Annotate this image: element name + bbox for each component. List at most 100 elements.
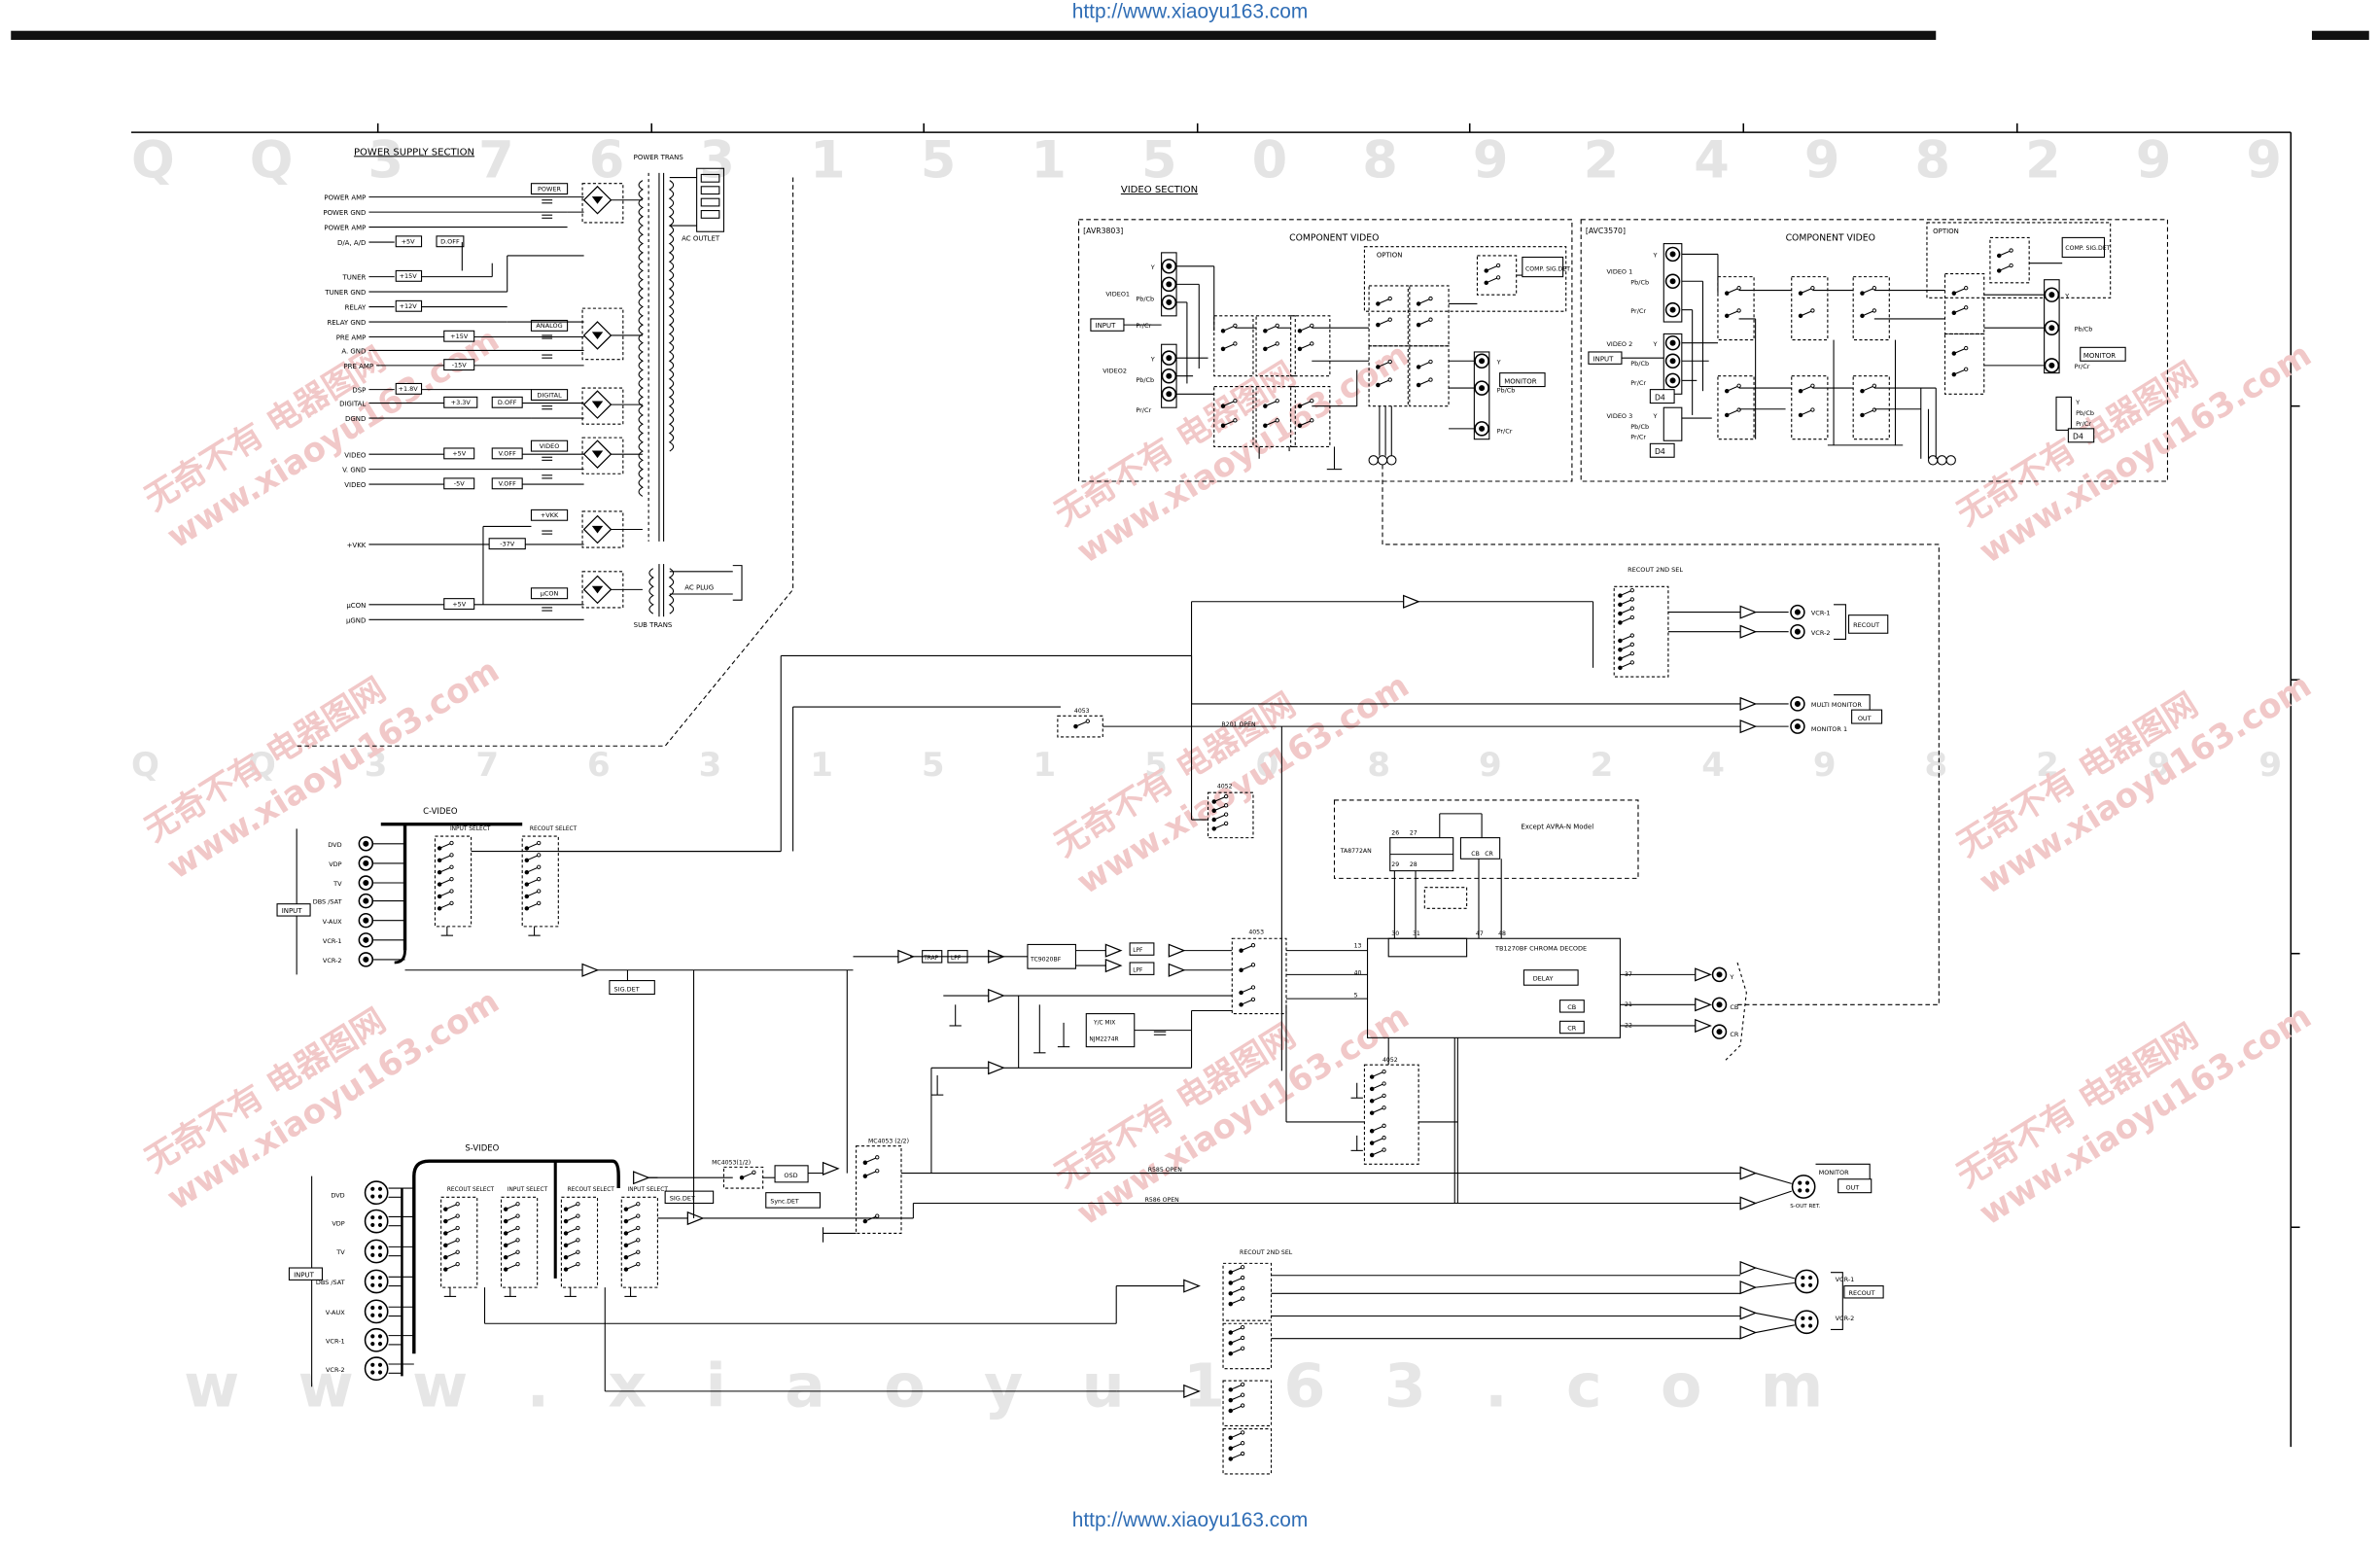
syncdet-label: Sync.DET [770,1199,798,1206]
avr-model: [AVR3803] [1083,227,1123,235]
avr-video1: VIDEO1 [1105,291,1130,298]
block-digital: DIGITAL [537,391,562,399]
out-y: Y [1729,973,1733,981]
avc-out-pr: Pr/Cr [2075,363,2090,370]
avc-comp-title: COMPONENT VIDEO [1786,232,1875,243]
power-title: POWER SUPPLY SECTION [354,147,474,158]
avr-ch-y-1: Y [1150,263,1155,271]
off-2: V.OFF [499,450,516,458]
recout-top-out: OUT [1858,715,1872,722]
avc-ch-pb-1: Pb/Cb [1630,278,1649,286]
rail-label-18: μCON [346,602,366,610]
recout-top-block: RECOUT 2ND SEL VCR-1 VCR-2 RECOUT MULTI … [1191,566,1889,734]
svideo-sigdet: SIG.DET [670,1194,695,1202]
off-0: D.OFF [440,238,460,246]
delay-label: DELAY [1533,975,1554,983]
cvideo-title: C-VIDEO [423,807,458,817]
chip-4052-b: 4052 [1382,1057,1398,1064]
njm-label: NJM2274R [1089,1036,1118,1042]
avc-out-pb: Pb/Cb [2075,325,2093,333]
recout-bottom-label: RECOUT [1849,1289,1875,1297]
mc4053-2-label: MC4053 (2/2) [868,1139,909,1145]
cb-label-top: CB [1471,851,1480,858]
cvideo-src-6: VCR-2 [323,957,342,965]
svideo-out: OUT [1845,1184,1859,1192]
tc9020-label: TC9020BF [1030,956,1062,963]
rail-label-14: VIDEO [344,451,367,459]
svideo-monitor: MONITOR [1819,1169,1850,1176]
pin-30: 30 [1391,930,1399,937]
svideo-src-6: VCR-2 [326,1366,345,1374]
watermark-site: w w w . x i a o y u 1 6 3 . c o m [184,1351,1823,1421]
avr-out-y: Y [1496,358,1501,366]
pin-26: 26 [1391,830,1399,837]
rail-label-13: DGND [345,415,366,423]
recout-top-vcr1: VCR-1 [1811,610,1831,617]
r201-label: R201 OPEN [1221,721,1256,728]
reg-1: +15V [400,272,418,280]
ac-outlet-label: AC OUTLET [682,235,720,243]
footer-url[interactable]: http://www.xiaoyu163.com [1072,1509,1308,1531]
video-section-title: VIDEO SECTION [1121,185,1198,195]
avc-d4-3: D4 [2073,433,2083,441]
cvideo-sigdet: SIG.DET [614,985,640,993]
svideo-select-2: RECOUT SELECT [568,1187,615,1193]
avc-ch-pr-3: Pr/Cr [1630,434,1646,441]
rail-label-3: D/A, A/D [337,239,366,247]
svideo-title: S-VIDEO [465,1143,499,1153]
ta8772-label: TA8772AN [1340,848,1372,855]
header-url[interactable]: http://www.xiaoyu163.com [1072,1,1308,23]
cvideo-input: INPUT [282,907,303,915]
osd-label: OSD [784,1172,797,1179]
recout-top-vcr2: VCR-2 [1811,629,1831,637]
svideo-src-2: TV [335,1248,345,1256]
svideo-src-5: VCR-1 [326,1337,345,1345]
pin-47: 47 [1476,930,1484,937]
block-video: VIDEO [540,442,560,450]
rail-label-19: μGND [346,616,366,624]
rail-label-16: VIDEO [344,481,367,489]
rail-label-0: POWER AMP [324,194,366,202]
power-supply-section: POWER SUPPLY SECTION POWER TRANS AC OUTL… [297,147,794,747]
cb-label: CB [1567,1003,1576,1011]
avc-monitor: MONITOR [2083,352,2116,360]
sub-trans-label: SUB TRANS [634,621,673,629]
rail-label-2: POWER AMP [324,225,366,232]
svideo-select-0: RECOUT SELECT [447,1187,495,1193]
avr-ch-pr-2: Pr/Cr [1136,406,1151,414]
avr-ch-pb-1: Pb/Cb [1136,295,1154,302]
cr-label: CR [1567,1025,1577,1033]
reg-0: +5V [402,238,416,246]
avc-ch-y-3: Y [1652,412,1657,420]
lpf-label-3: LPF [1133,967,1143,973]
reg-4: -15V [452,361,468,368]
cvideo-src-2: TV [332,880,342,888]
reg-8: -5V [454,480,465,488]
avc-d4-pb: Pb/Cb [2076,409,2094,417]
avr-ch-y-2: Y [1150,355,1155,363]
avr-ch-pb-2: Pb/Cb [1136,376,1154,384]
avc-model: [AVC3570] [1586,227,1626,235]
block-ucon: μCON [541,590,559,598]
reg-5: +1.8V [399,385,419,393]
rail-label-10: PRE AMP [343,363,373,370]
recout-bottom-sel: RECOUT 2ND SEL [1240,1249,1293,1256]
cr-label-top: CR [1485,851,1493,858]
block-vkk: +VKK [541,511,559,519]
svideo-src-1: VDP [332,1220,344,1228]
cvideo-src-0: DVD [328,841,341,849]
tb1270-label: TB1270BF CHROMA DECODE [1494,945,1587,953]
svideo-src-0: DVD [331,1191,344,1199]
rail-label-4: TUNER [342,274,367,282]
avr-out-pb: Pb/Cb [1497,387,1516,395]
watermark-qq: Q Q 3 7 6 3 1 5 1 5 0 8 9 2 4 9 8 2 9 9 [131,131,2282,191]
block-power: POWER [538,185,562,193]
rail-label-11: DSP [352,387,366,395]
avr-sigdet: COMP. SIG.DET [1525,265,1570,272]
avc-video3: VIDEO 3 [1606,412,1632,420]
out-cr: CR [1730,1031,1739,1038]
avc-ch-pr-2: Pr/Cr [1630,379,1646,387]
avr-ch-pr-1: Pr/Cr [1136,322,1151,330]
s-video-block: S-VIDEO DVD VDP TV DBS /SAT V-AUX VCR-1 … [288,969,1884,1475]
reg-6: +3.3V [451,399,472,406]
